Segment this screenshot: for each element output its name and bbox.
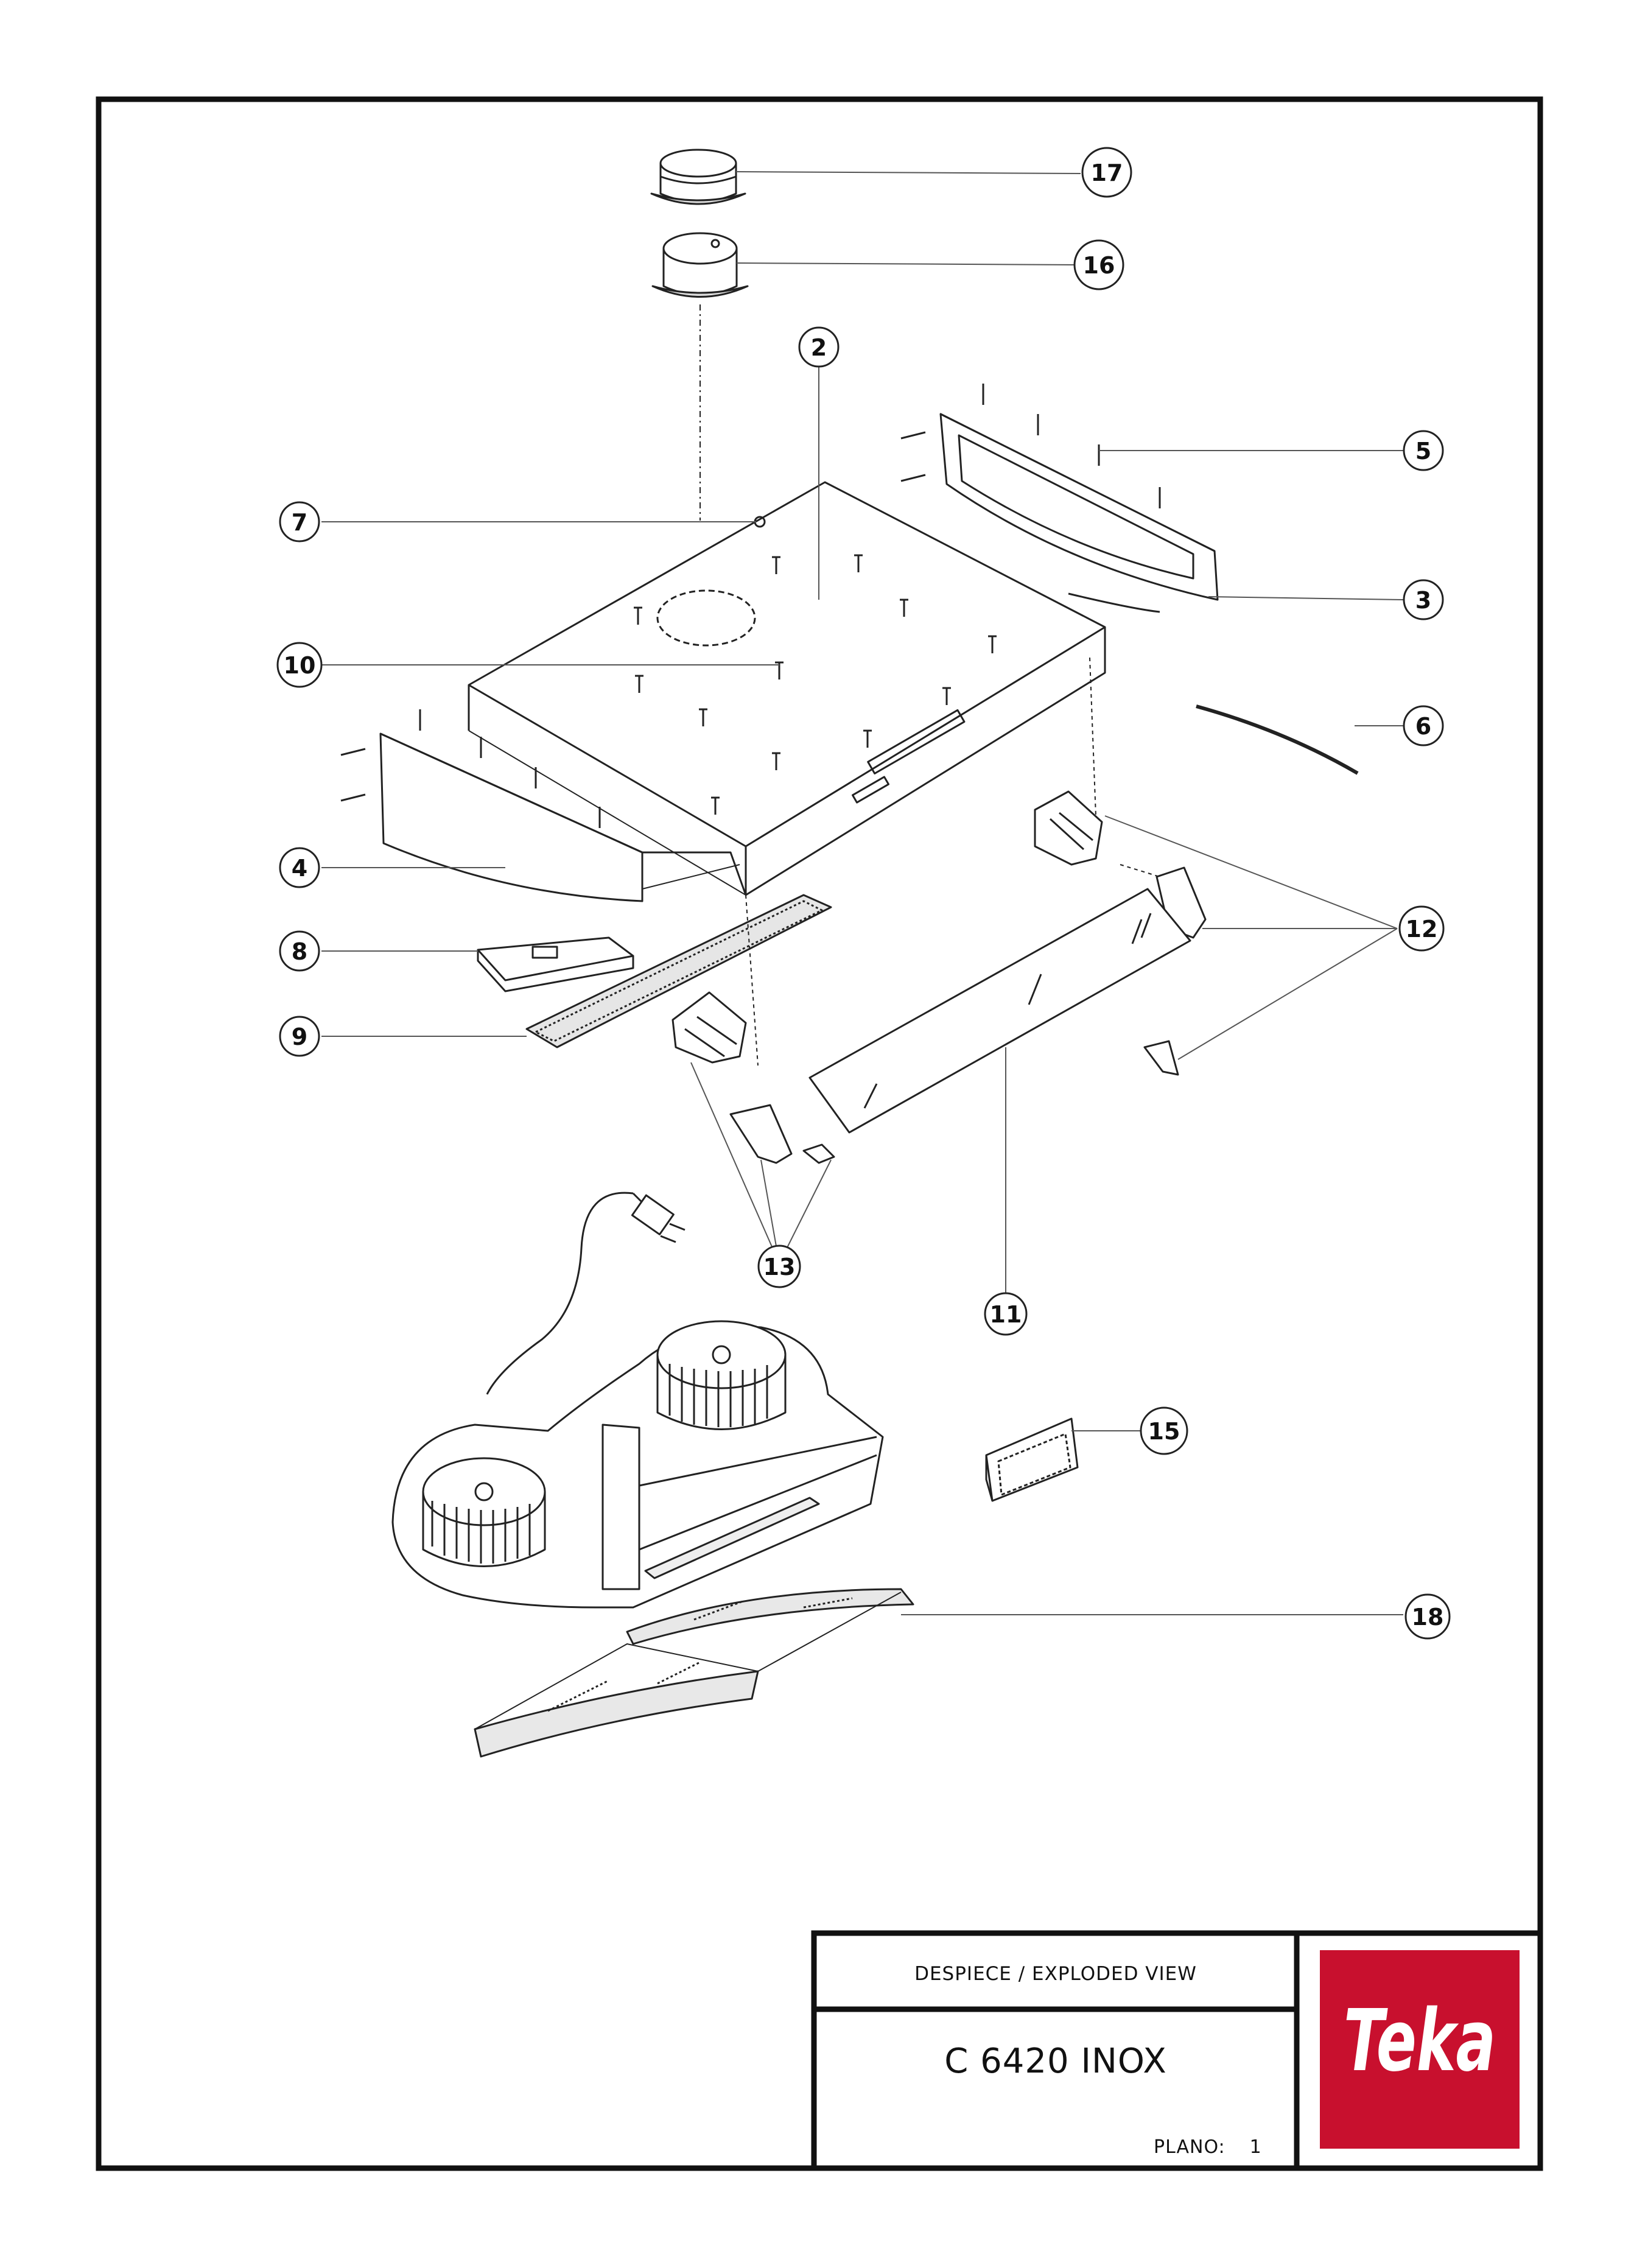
callout-11: 11	[990, 1301, 1022, 1328]
callout-7: 7	[292, 509, 307, 536]
callout-17: 17	[1091, 160, 1123, 186]
callout-10: 10	[284, 652, 316, 679]
callout-6: 6	[1415, 713, 1431, 740]
callout-3: 3	[1415, 587, 1431, 614]
parts-drawing	[340, 149, 1359, 1758]
teka-logo-text: Teka	[1344, 1992, 1496, 2091]
callout-16: 16	[1083, 252, 1115, 279]
part-18-grease-filters	[474, 1588, 914, 1758]
leader-lines	[321, 171, 1404, 1615]
callout-labels: 17 16 2 5 7 3 10 6 4 12 8 9 13 11 15 18	[284, 160, 1444, 1631]
projection-lines	[745, 657, 1160, 1066]
screws	[634, 516, 997, 815]
part-9-filter-strip	[525, 894, 832, 1048]
callout-4: 4	[292, 855, 307, 882]
part-2-hood-body	[468, 481, 1106, 896]
callout-18: 18	[1412, 1604, 1444, 1631]
power-cable	[486, 1192, 686, 1395]
part-3-side-panel	[900, 384, 1219, 613]
plano-label: PLANO:	[1154, 2136, 1226, 2158]
callouts	[276, 147, 1451, 1640]
callout-9: 9	[292, 1023, 307, 1050]
part-8-slider	[477, 936, 634, 992]
part-17-ring	[650, 149, 746, 205]
callout-15: 15	[1148, 1418, 1180, 1445]
part-16-cap	[651, 232, 749, 298]
callout-12: 12	[1406, 916, 1438, 943]
part-4-side-panel	[340, 709, 747, 902]
title-block	[811, 1930, 1543, 2171]
plano-number: 1	[1249, 2136, 1262, 2158]
part-12-endcaps	[1034, 790, 1207, 1076]
plano-field: PLANO: 1	[1154, 2132, 1262, 2161]
callout-2: 2	[811, 334, 827, 361]
part-13-endcaps	[671, 991, 835, 1164]
blower-assembly	[391, 1320, 884, 1609]
callout-13: 13	[763, 1254, 796, 1280]
callout-8: 8	[292, 938, 307, 965]
model-name: C 6420 INOX	[944, 2041, 1167, 2081]
part-6-strip	[1196, 704, 1359, 775]
callout-5: 5	[1415, 438, 1431, 465]
part-15-carbon-filter	[985, 1417, 1079, 1502]
view-label: DESPIECE / EXPLODED VIEW	[914, 1962, 1197, 1985]
part-11-glass-panel	[808, 888, 1191, 1134]
teka-logo: Teka	[1320, 1950, 1520, 2149]
